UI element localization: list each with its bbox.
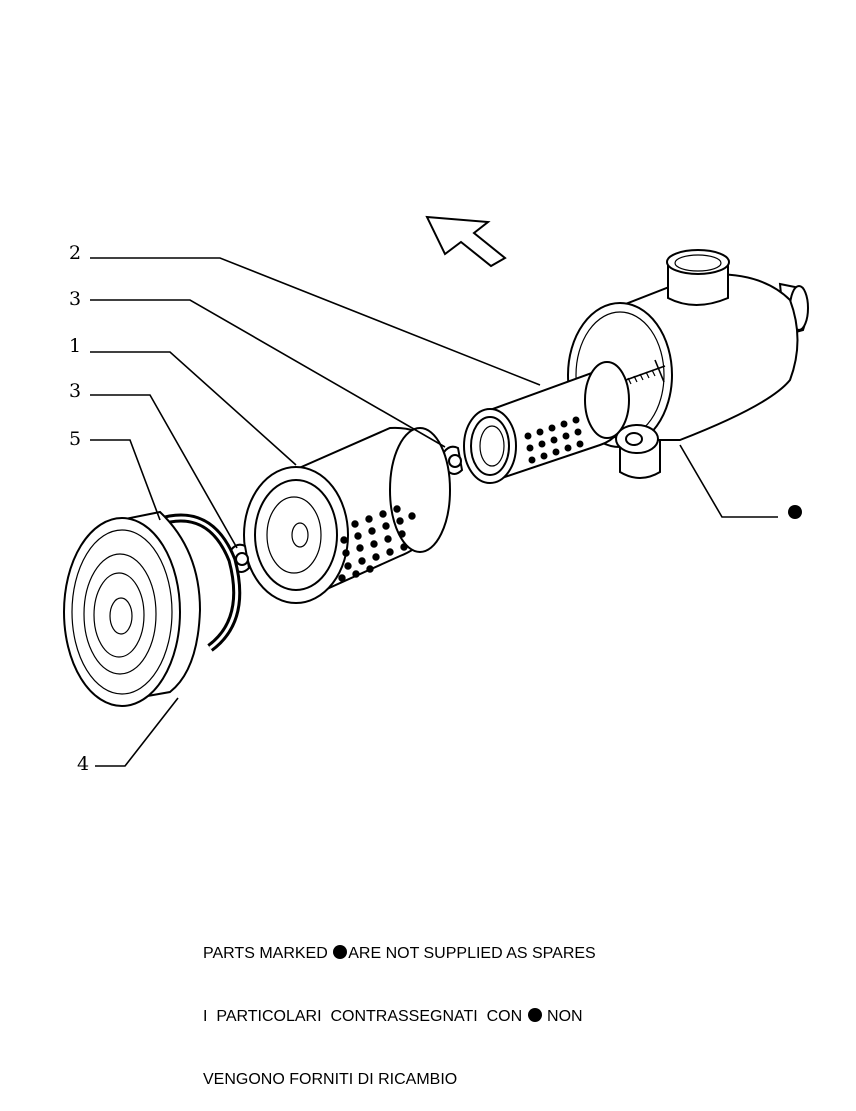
marked-dot-icon bbox=[333, 945, 348, 959]
marked-dot-icon-it bbox=[527, 1008, 542, 1022]
note-line-1-text-b: ARE NOT SUPPLIED AS SPARES bbox=[348, 945, 596, 962]
not-supplied-dot-icon bbox=[788, 505, 802, 519]
callout-5: 5 bbox=[69, 428, 81, 450]
callout-3-upper: 3 bbox=[69, 288, 81, 310]
note-line-2-text-a: I PARTICOLARI CONTRASSEGNATI CON bbox=[203, 1008, 527, 1025]
cover-cup bbox=[63, 510, 202, 707]
main-filter-element bbox=[243, 426, 451, 604]
callout-2: 2 bbox=[69, 242, 81, 264]
note-line-2: I PARTICOLARI CONTRASSEGNATI CON NON bbox=[203, 1006, 596, 1027]
flow-direction-arrow-icon bbox=[425, 215, 507, 268]
main-element-perforations bbox=[338, 505, 416, 582]
sealing-ring bbox=[156, 513, 242, 652]
spares-note: PARTS MARKED ARE NOT SUPPLIED AS SPARES … bbox=[203, 901, 596, 1111]
inner-element-perforations bbox=[524, 416, 584, 464]
note-line-2-text-b: NON bbox=[542, 1008, 583, 1025]
callout-4: 4 bbox=[77, 753, 89, 775]
exploded-parts-diagram: 2 3 1 3 5 4 bbox=[63, 215, 809, 775]
note-line-1-text-a: PARTS MARKED bbox=[203, 945, 333, 962]
callout-1: 1 bbox=[69, 335, 81, 357]
note-line-1: PARTS MARKED ARE NOT SUPPLIED AS SPARES bbox=[203, 943, 596, 964]
callout-3-lower: 3 bbox=[69, 380, 81, 402]
leader-lines bbox=[90, 257, 778, 767]
inner-filter-element bbox=[463, 361, 630, 484]
note-line-3: VENGONO FORNITI DI RICAMBIO bbox=[203, 1071, 458, 1088]
